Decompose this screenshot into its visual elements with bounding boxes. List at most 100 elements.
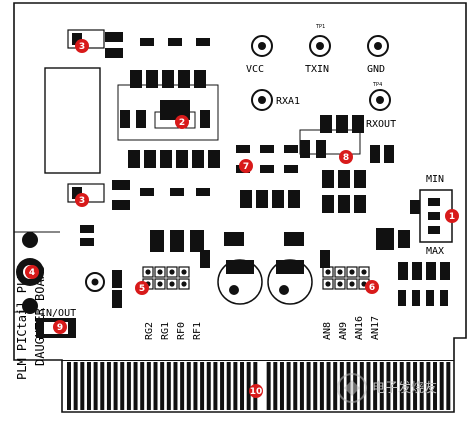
edge-finger [73,362,78,410]
edge-finger [113,362,118,410]
edge-finger [180,362,185,410]
chip-outline [299,129,361,155]
smd-pad [196,38,210,46]
header-pin-label: RF1 [192,322,203,340]
smd-pad [240,190,252,208]
callout-number: 8 [343,153,349,163]
connector-tp [85,272,105,292]
edge-finger [419,362,424,410]
smd-pad [412,262,422,280]
header-pin [346,278,358,290]
smd-pad [112,200,130,210]
edge-finger [393,362,398,410]
relay-footprint [44,67,101,174]
edge-finger [313,362,318,410]
edge-finger [446,362,451,410]
tp4-ref: TP4 [372,82,382,88]
edge-finger [166,362,171,410]
smd-pad [170,188,184,196]
smd-pad [105,48,123,58]
edge-finger [413,362,418,410]
edge-finger [266,362,271,410]
smd-pad [236,145,250,153]
edge-finger [240,362,245,410]
smd-pad [130,70,142,88]
smd-pad [284,145,298,153]
capacitor-c2 [267,259,313,305]
smd-pad [338,170,350,188]
numbered-callout-icon: 7 [239,159,253,173]
edge-finger [213,362,218,410]
header-pin [166,278,178,290]
edge-finger [93,362,98,410]
edge-finger [153,362,158,410]
edge-finger [373,362,378,410]
edge-finger [186,362,191,410]
header-pin [178,278,190,290]
smd-pad [190,230,204,252]
numbered-callout-icon: 5 [135,281,149,295]
header-pin-label: RF0 [176,322,187,340]
header-pin [346,266,358,278]
smd-pad [160,150,172,168]
smd-pad [320,250,330,268]
smd-pad [150,230,164,252]
smd-pad [112,290,122,308]
smd-pad [322,195,334,213]
edge-finger [80,362,85,410]
header-pin [154,278,166,290]
edge-finger [273,362,278,410]
smd-pad [200,110,210,128]
header-pin-label: AN8 [322,322,333,340]
smd-components [36,29,450,338]
edge-finger [439,362,444,410]
edge-finger [326,362,331,410]
smd-pad [194,70,206,88]
callout-number: 5 [139,284,145,294]
callout-number: 4 [29,268,35,278]
smd-pad [320,115,332,133]
header-pin [142,266,154,278]
jumper-header-right [322,266,370,290]
smd-pad [160,100,190,120]
edge-finger [86,362,91,410]
numbered-callout-icon: 3 [75,193,89,207]
smd-pad [336,115,348,133]
edge-finger [133,362,138,410]
smd-pad [322,170,334,188]
smd-pad [316,140,326,158]
edge-finger [366,362,371,410]
callout-number: 2 [179,118,185,128]
numbered-callout-icon: 9 [53,320,67,334]
tp5-label: RXA1 [276,96,300,107]
numbered-callout-icon: 8 [339,150,353,164]
edge-finger [333,362,338,410]
callout-number: 6 [369,283,375,293]
smd-pad [80,225,94,233]
smd-pad [80,238,94,246]
tp4-label: RXOUT [366,119,396,130]
edge-finger [140,362,145,410]
smd-pad [440,262,450,280]
smd-pad [170,230,184,252]
test-point-tp2: VCC [246,35,273,75]
pot-min-label: MIN [426,174,444,185]
smd-pad [162,70,174,88]
smd-pad [146,70,158,88]
smd-pad [398,290,406,306]
edge-finger [433,362,438,410]
smd-pad [354,195,366,213]
header-pin-label: AN17 [370,316,381,340]
edge-finger [193,362,198,410]
smd-pad [384,145,394,163]
board-title-line2: DAUGHTER BOARD [33,265,47,366]
edge-finger [200,362,205,410]
edge-finger [233,362,238,410]
numbered-callout-icon: 1 [445,209,459,223]
smd-pad [398,230,410,248]
smd-pad [412,290,420,306]
numbered-callout-icon: 2 [175,115,189,129]
smd-pad [352,115,364,133]
